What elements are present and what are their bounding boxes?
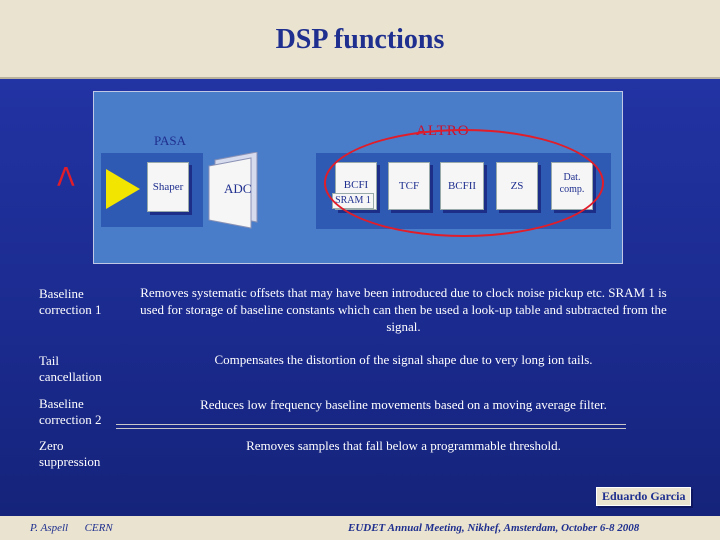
divider-line <box>116 428 626 429</box>
shaper-block: Shaper <box>147 162 189 212</box>
altro-highlight-ellipse <box>324 129 604 237</box>
altro-block-diagram: PASA ALTRO Shaper ADC BCFI SRAM 1 TCF BC… <box>93 91 623 264</box>
amplifier-icon <box>106 169 140 209</box>
title-band: DSP functions <box>0 0 720 79</box>
pasa-label: PASA <box>154 133 187 148</box>
footer-event: EUDET Annual Meeting, Nikhef, Amsterdam,… <box>348 522 640 534</box>
slide-title: DSP functions <box>275 24 445 55</box>
function-description-baseline-correction-1: Removes systematic offsets that may have… <box>140 285 667 334</box>
function-name-tail-cancellation: Tail cancellation <box>39 353 102 384</box>
function-name-baseline-correction-1: Baseline correction 1 <box>39 286 102 317</box>
function-description-tail-cancellation: Compensates the distortion of the signal… <box>214 352 593 367</box>
divider-line <box>116 424 626 425</box>
adc-shape <box>208 152 258 229</box>
function-description-zero-suppression: Removes samples that fall below a progra… <box>246 438 561 453</box>
function-description-baseline-correction-2: Reduces low frequency baseline movements… <box>200 397 607 412</box>
function-name-baseline-correction-2: Baseline correction 2 <box>39 396 102 427</box>
shaper-label: Shaper <box>152 181 184 193</box>
footer-bar: P. Aspell CERN EUDET Annual Meeting, Nik… <box>0 516 720 540</box>
pulse-signal-icon: Λ <box>57 163 75 193</box>
adc-label: ADC <box>224 181 252 196</box>
author-badge: Eduardo Garcia <box>596 487 692 506</box>
function-name-zero-suppression: Zero suppression <box>39 438 101 469</box>
footer-presenter: P. Aspell CERN <box>30 522 113 534</box>
